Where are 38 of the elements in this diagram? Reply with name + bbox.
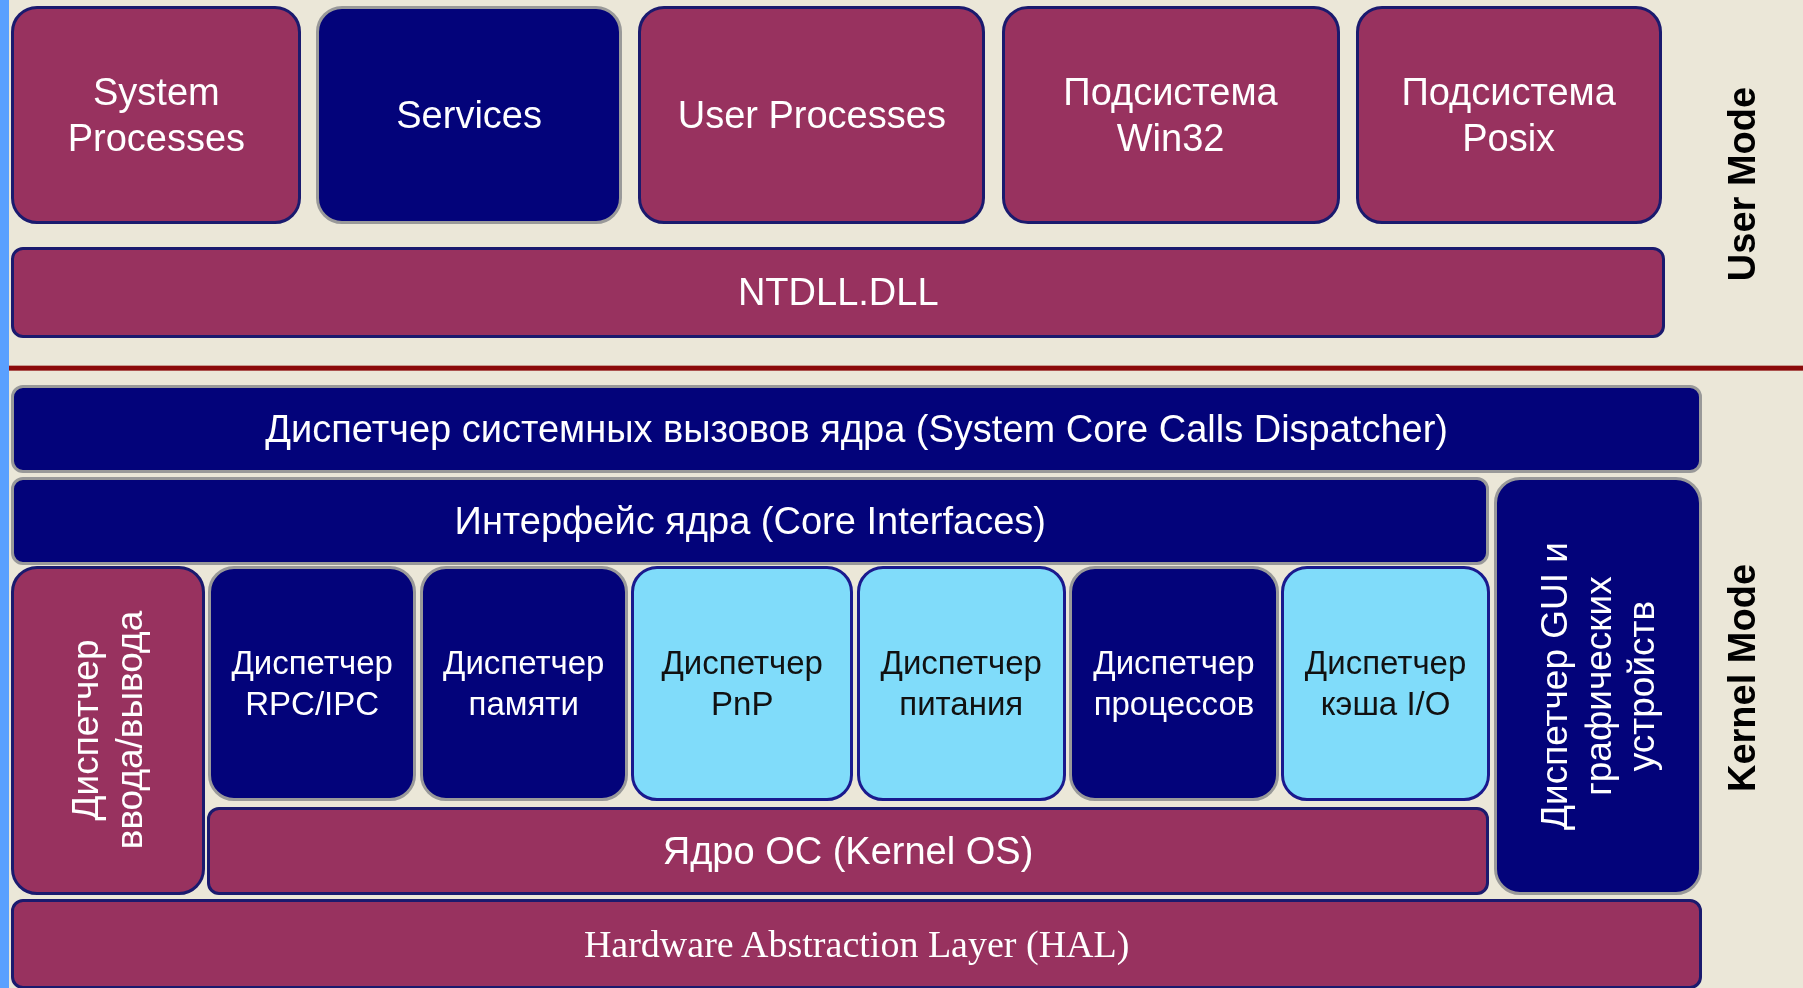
- node-label: Диспетчер ввода/вывода: [64, 609, 152, 852]
- mode-label: Kernel Mode: [1720, 564, 1764, 793]
- node-label: Hardware Abstraction Layer (HAL): [582, 921, 1131, 967]
- node-label: User Processes: [676, 92, 947, 138]
- module-box: [856, 565, 1066, 802]
- layer-box: [11, 385, 1702, 473]
- node-label: Диспетчер памяти: [442, 643, 606, 724]
- module-box: [631, 565, 854, 802]
- layer-box: [1355, 5, 1662, 225]
- node-label: Диспетчер RPC/IPC: [230, 643, 394, 724]
- layer-box: [11, 899, 1702, 988]
- node-label: Диспетчер системных вызовов ядра (System Core Calls Dispatcher): [264, 406, 1449, 452]
- node-label: Services: [395, 92, 543, 138]
- layer-box: [1493, 477, 1702, 895]
- layer-box: [316, 5, 623, 225]
- layer-box: [11, 477, 1490, 565]
- node-label: Диспетчер GUI и графических устройств: [1532, 540, 1663, 832]
- layer-box: [1001, 5, 1340, 225]
- layer-box: [11, 247, 1665, 339]
- mode-label: User Mode: [1720, 86, 1764, 282]
- layer-box: [208, 565, 417, 802]
- layer-box: [1069, 565, 1279, 802]
- node-label: Диспетчер питания: [879, 643, 1043, 724]
- node-label: Диспетчер PnP: [660, 643, 824, 724]
- module-box: [1280, 565, 1491, 802]
- node-label: Подсистема Posix: [1400, 69, 1617, 161]
- node-label: Ядро ОС (Kernel OS): [661, 828, 1035, 874]
- node-label: System Processes: [66, 69, 247, 161]
- node-label: Интерфейс ядра (Core Interfaces): [453, 498, 1047, 544]
- layer-box: [638, 5, 986, 225]
- node-label: Диспетчер процессов: [1092, 643, 1256, 724]
- layer-box: [11, 5, 302, 225]
- layer-box: [11, 565, 205, 895]
- node-label: Подсистема Win32: [1062, 69, 1279, 161]
- layer-box: [419, 565, 628, 802]
- node-label: Диспетчер кэша I/O: [1303, 643, 1468, 724]
- node-label: NTDLL.DLL: [736, 270, 940, 316]
- layer-box: [206, 807, 1490, 895]
